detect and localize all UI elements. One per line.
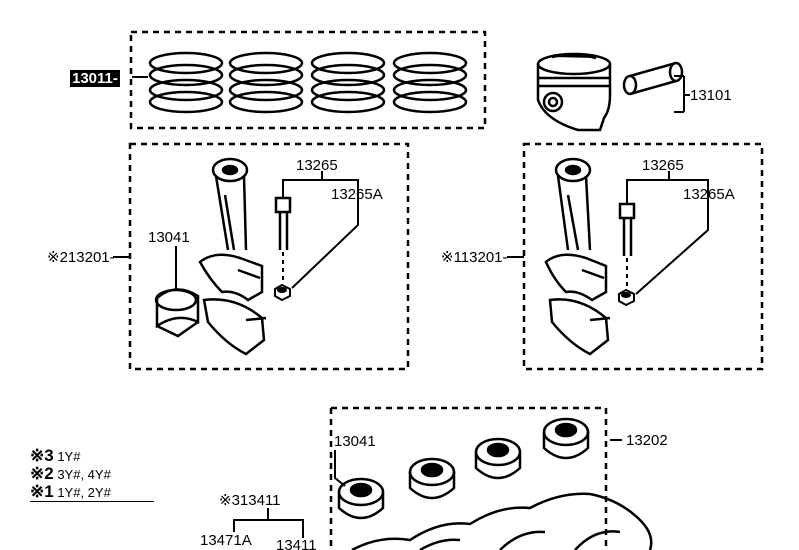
label-13411-group: ※313411 bbox=[219, 492, 281, 509]
main-bearing-3 bbox=[474, 437, 522, 480]
ring-set-3 bbox=[310, 51, 386, 114]
label-bearing-left: 13041 bbox=[148, 229, 190, 246]
nut-right bbox=[618, 288, 635, 307]
ring-set-box bbox=[129, 30, 487, 130]
rod-box-right bbox=[522, 142, 764, 371]
connecting-rod-right bbox=[544, 157, 611, 356]
label-rod-left: ※213201- bbox=[47, 249, 115, 266]
label-13101: 13101 bbox=[690, 87, 732, 104]
label-13411: 13411 bbox=[276, 537, 317, 550]
bearing-left bbox=[154, 288, 200, 338]
legend-mark: ※2 bbox=[30, 464, 54, 483]
legend-row: ※1 1Y#, 2Y# bbox=[30, 483, 154, 502]
main-bearing-4 bbox=[542, 417, 590, 460]
ring-set-2 bbox=[228, 51, 304, 114]
connecting-rod-left bbox=[198, 157, 267, 356]
legend-text: 1Y# bbox=[57, 449, 81, 464]
rod-box-left bbox=[128, 142, 410, 371]
label-rod-right: ※113201- bbox=[441, 249, 508, 266]
main-bearings bbox=[337, 417, 590, 520]
label-nut-left: 13265A bbox=[331, 186, 383, 203]
bolt-right bbox=[618, 202, 636, 256]
piston bbox=[536, 52, 612, 132]
bolt-left bbox=[274, 196, 292, 250]
main-bearing-1 bbox=[337, 477, 385, 520]
piston-ring-sets bbox=[148, 51, 468, 114]
ring-set-4 bbox=[392, 51, 468, 114]
legend-text: 3Y#, 4Y# bbox=[57, 467, 111, 482]
legend: ※3 1Y# ※2 3Y#, 4Y# ※1 1Y#, 2Y# bbox=[30, 447, 154, 502]
nut-left bbox=[274, 283, 291, 302]
label-13471a: 13471A bbox=[200, 532, 252, 549]
label-13202: 13202 bbox=[626, 432, 668, 449]
ring-set-1 bbox=[148, 51, 224, 114]
legend-row: ※3 1Y# bbox=[30, 447, 154, 465]
main-bearing-2 bbox=[408, 457, 456, 500]
label-bolt-left: 13265 bbox=[296, 157, 338, 174]
label-bolt-right: 13265 bbox=[642, 157, 684, 174]
label-bearing-main: 13041 bbox=[334, 433, 376, 450]
legend-mark: ※3 bbox=[30, 446, 54, 465]
main-bearing-box bbox=[329, 406, 608, 550]
crankshaft bbox=[351, 492, 653, 550]
legend-mark: ※1 bbox=[30, 482, 54, 501]
label-13011: 13011- bbox=[70, 70, 120, 87]
label-nut-right: 13265A bbox=[683, 186, 735, 203]
piston-pin bbox=[622, 61, 684, 96]
legend-text: 1Y#, 2Y# bbox=[57, 485, 111, 500]
legend-row: ※2 3Y#, 4Y# bbox=[30, 465, 154, 483]
